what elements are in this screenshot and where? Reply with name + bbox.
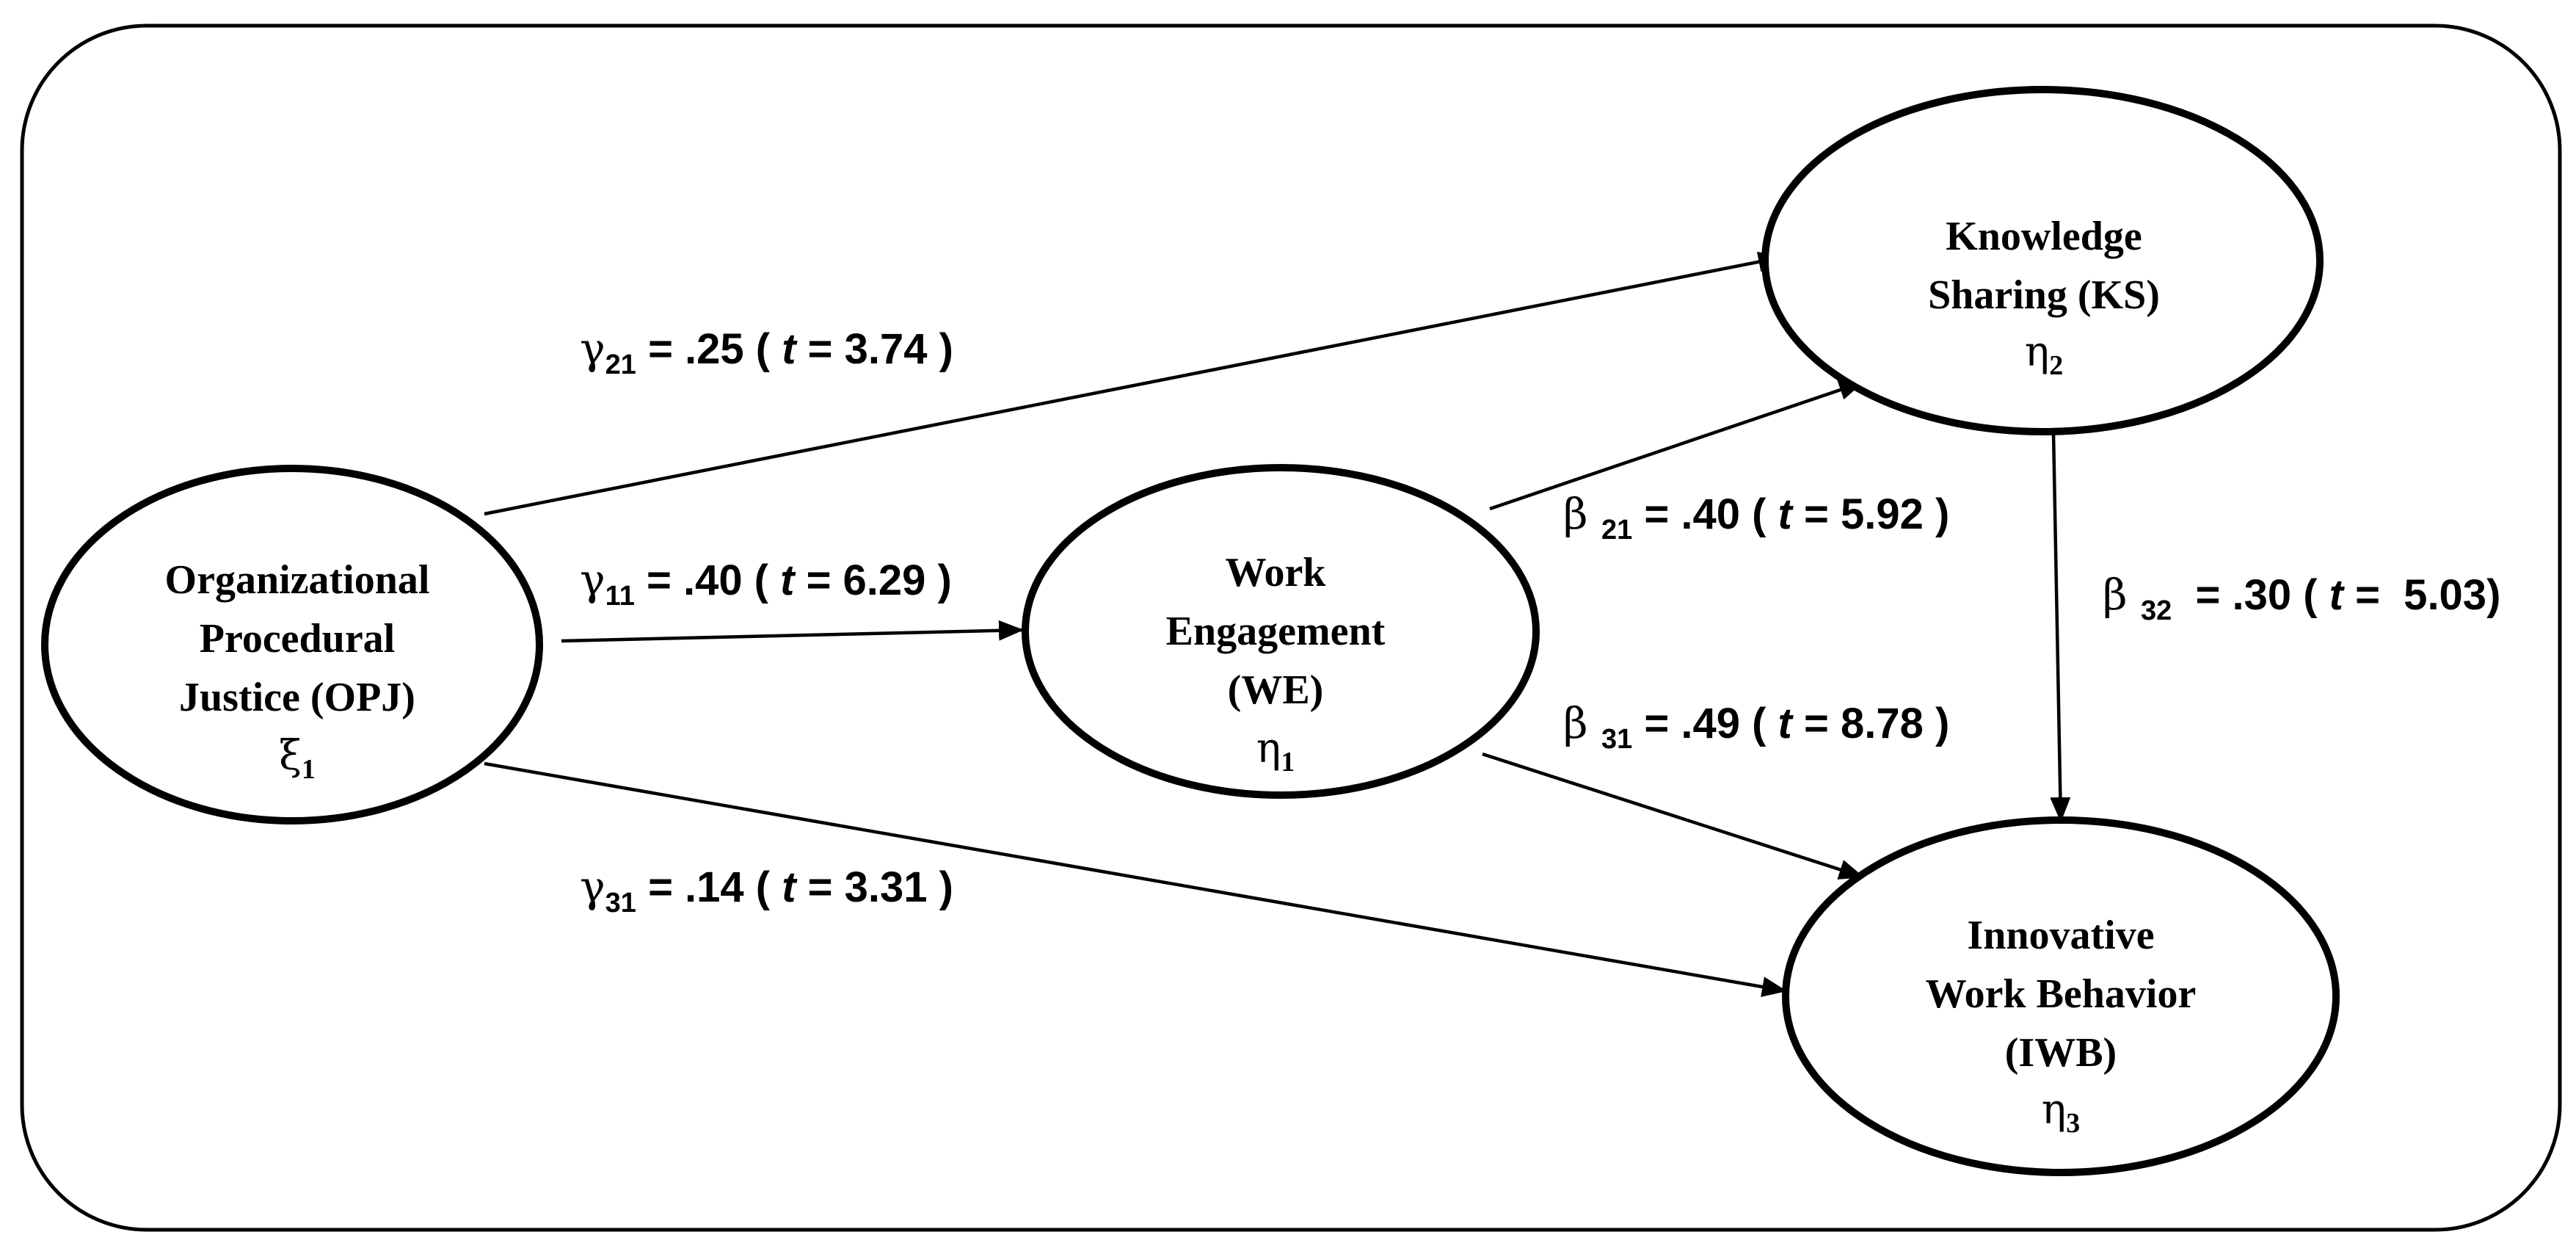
opj-line-3: Justice (OPJ) [179, 675, 415, 720]
node-opj-label: Organizational Procedural Justice (OPJ) … [165, 557, 430, 785]
iwb-line-1: Innovative [1967, 913, 2154, 958]
node-opj-ellipse [41, 465, 543, 824]
ks-symbol: η2 [2025, 328, 2064, 381]
opj-symbol: ξ1 [279, 732, 316, 785]
we-line-3: (WE) [1228, 667, 1324, 713]
node-ks-ellipse [1761, 86, 2324, 435]
node-we-label: Work Engagement (WE) η1 [1166, 550, 1386, 778]
we-line-2: Engagement [1166, 609, 1386, 654]
arrow-opj-to-iwb [484, 761, 1788, 997]
opj-line-2: Procedural [200, 616, 395, 662]
node-ks-label: Knowledge Sharing (KS) η2 [1928, 214, 2160, 381]
ks-line-1: Knowledge [1946, 214, 2142, 259]
label-gamma-11: γ11 = .40 ( t = 6.29 ) [580, 555, 952, 612]
diagram-frame [20, 23, 2562, 1232]
we-line-1: Work [1226, 550, 1327, 595]
we-symbol: η1 [1256, 725, 1295, 778]
label-gamma-31: γ31 = .14 ( t = 3.31 ) [580, 862, 953, 918]
arrow-opj-to-ks [484, 251, 1784, 516]
iwb-line-2: Work Behavior [1926, 971, 2197, 1017]
node-iwb-label: Innovative Work Behavior (IWB) η3 [1926, 913, 2197, 1139]
label-beta-32: β 32 = .30 ( t = 5.03) [2103, 570, 2500, 626]
arrow-ks-to-iwb [2050, 431, 2071, 823]
arrow-opj-to-we [561, 620, 1025, 643]
arrow-we-to-iwb [1482, 752, 1865, 880]
iwb-symbol: η3 [2042, 1086, 2081, 1139]
opj-line-1: Organizational [165, 557, 430, 603]
label-beta-21: β 21 = .40 ( t = 5.92 ) [1563, 489, 1949, 546]
arrow-we-to-ks [1489, 380, 1865, 511]
node-iwb-ellipse [1782, 816, 2340, 1176]
label-gamma-21: γ21 = .25 ( t = 3.74 ) [580, 324, 953, 380]
iwb-line-3: (IWB) [2005, 1030, 2117, 1076]
label-beta-31: β 31 = .49 ( t = 8.78 ) [1563, 698, 1949, 755]
ks-line-2: Sharing (KS) [1928, 272, 2160, 318]
node-we-ellipse [1022, 464, 1540, 799]
